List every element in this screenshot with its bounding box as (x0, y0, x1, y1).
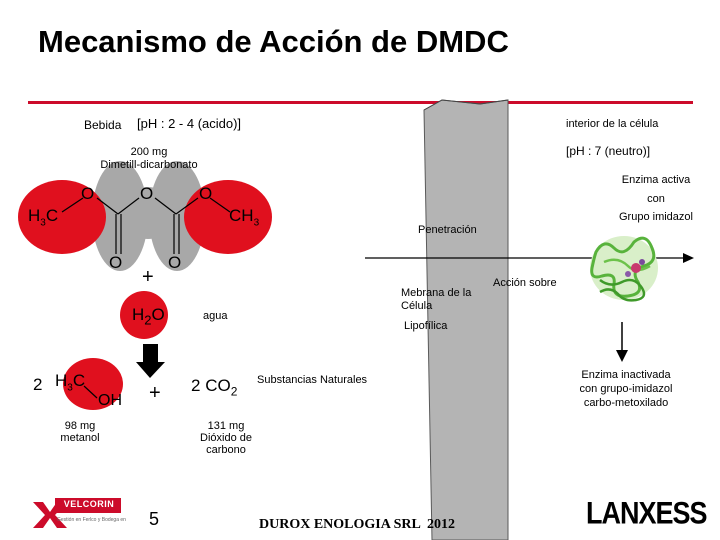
enzyme-active-line2: con (647, 193, 665, 205)
co2-formula: 2 CO2 (191, 376, 238, 399)
dmdc-red-groups (18, 180, 272, 254)
reaction-arrow-head (136, 362, 165, 378)
water-label: agua (203, 310, 228, 322)
plus-sign-2: + (149, 382, 161, 404)
water-formula: H2O (132, 305, 165, 328)
dmdc-name-label: Dimetill-dicarbonato (100, 159, 198, 171)
dmdc-ch3-group: CH3 (229, 206, 260, 229)
enzyme-active-line1: Enzima activa (621, 174, 691, 186)
velcorin-tagline: Gestión en Ferlco y Bodega en a pagamos (57, 517, 127, 523)
enzyme-inactivated-line1: Enzima inactivada (581, 369, 671, 381)
dmdc-oxygen-1: O (81, 184, 95, 203)
penetration-label: Penetración (418, 224, 477, 236)
membrane-top-edge (423, 99, 509, 111)
dmdc-oxygen-5: O (168, 253, 182, 272)
plus-sign-1: + (142, 266, 154, 288)
penetration-arrowhead (683, 253, 694, 263)
beverage-label: Bebida (84, 118, 122, 132)
cell-interior-label: interior de la célula (566, 118, 659, 130)
acid-ph-label: [pH : 2 - 4 (acido)] (137, 116, 242, 131)
dmdc-dose-label: 200 mg (130, 146, 168, 158)
methanol-coefficient: 2 (33, 375, 43, 394)
acts-on-label: Acción sobre (493, 277, 557, 289)
enzyme-inactivated-line3: carbo-metoxilado (583, 397, 669, 409)
dmdc-gray-group (92, 161, 205, 271)
methanol-bond (83, 385, 98, 399)
page-number: 5 (149, 509, 160, 529)
neutral-ph-label: [pH : 7 (neutro)] (566, 144, 651, 158)
enzyme-inactivated-line2: con grupo-imidazol (579, 383, 673, 395)
methanol-oh: OH (98, 392, 122, 409)
methanol-dose: 98 mg (64, 420, 96, 432)
enzyme-arrowhead (616, 350, 628, 362)
slide-title: Mecanismo de Acción de DMDC (38, 24, 509, 59)
co2-name-line2: carbono (206, 444, 246, 456)
membrane-label-line2: Célula (401, 300, 433, 312)
co2-dose: 131 mg (207, 420, 245, 432)
methanol-name: metanol (60, 432, 100, 444)
water-red-blob (120, 291, 168, 339)
dmdc-bonds (61, 197, 231, 254)
velcorin-logo-text: VELCORIN (63, 499, 115, 509)
methanol-red-blob (63, 358, 123, 410)
enzyme-active-line3: Grupo imidazol (619, 211, 693, 223)
lipophilic-label: Lipofílica (404, 320, 448, 332)
natural-substances-label: Substancias Naturales (257, 374, 368, 386)
footer-company: DUROX ENOLOGIA SRL 2012 (259, 517, 456, 532)
reaction-arrow-shaft (143, 344, 158, 364)
title-underline (28, 101, 693, 104)
dmdc-h3c-group: H3C (28, 206, 59, 229)
dmdc-oxygen-4: O (109, 253, 123, 272)
enzyme-structure-icon (590, 236, 658, 302)
co2-name-line1: Dióxido de (200, 432, 252, 444)
dmdc-oxygen-2: O (140, 184, 154, 203)
velcorin-logo-box (55, 498, 121, 513)
membrane-label-line1: Mebrana de la (401, 287, 472, 299)
dmdc-oxygen-3: O (199, 184, 213, 203)
methanol-h3c: H3C (55, 371, 86, 394)
lanxess-logo: LANXESS (586, 496, 708, 531)
